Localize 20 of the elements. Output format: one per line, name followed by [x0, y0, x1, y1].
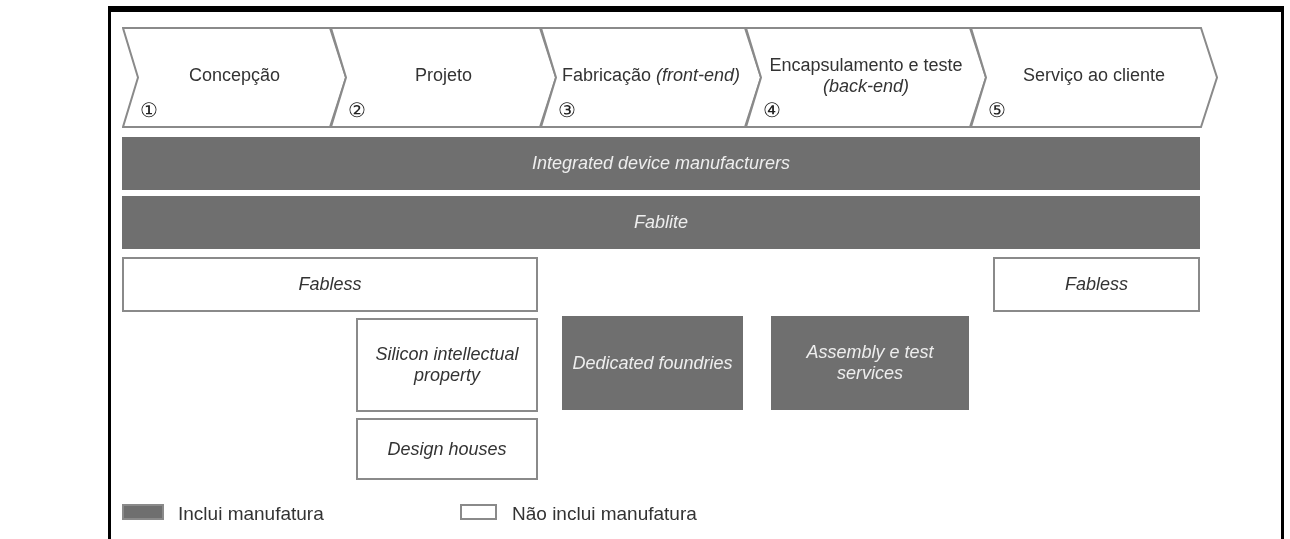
non-manufacturing-box: Fabless: [122, 257, 538, 312]
manufacturing-box: Fablite: [122, 196, 1200, 249]
manufacturing-box: Integrated device manufacturers: [122, 137, 1200, 190]
step-label: Fabricação (front-end): [561, 65, 741, 86]
step-label: Concepção: [188, 65, 281, 86]
step-number: ④: [763, 100, 781, 120]
step-number: ②: [348, 100, 366, 120]
manufacturing-box: Dedicated foundries: [562, 316, 743, 410]
step-label: Projeto: [414, 65, 472, 86]
legend-label: Não inclui manufatura: [512, 502, 697, 526]
manufacturing-box: Assembly e test services: [771, 316, 969, 410]
non-manufacturing-box: Fabless: [993, 257, 1200, 312]
legend-label: Inclui manufatura: [178, 502, 324, 526]
step-number: ①: [140, 100, 158, 120]
step-label: Encapsulamento e teste (back-end): [768, 54, 964, 97]
step-label: Serviço ao cliente: [1022, 65, 1166, 86]
step-number: ③: [558, 100, 576, 120]
step-number: ⑤: [988, 100, 1006, 120]
non-manufacturing-box: Design houses: [356, 418, 538, 480]
non-manufacturing-box: Silicon intellectual property: [356, 318, 538, 412]
